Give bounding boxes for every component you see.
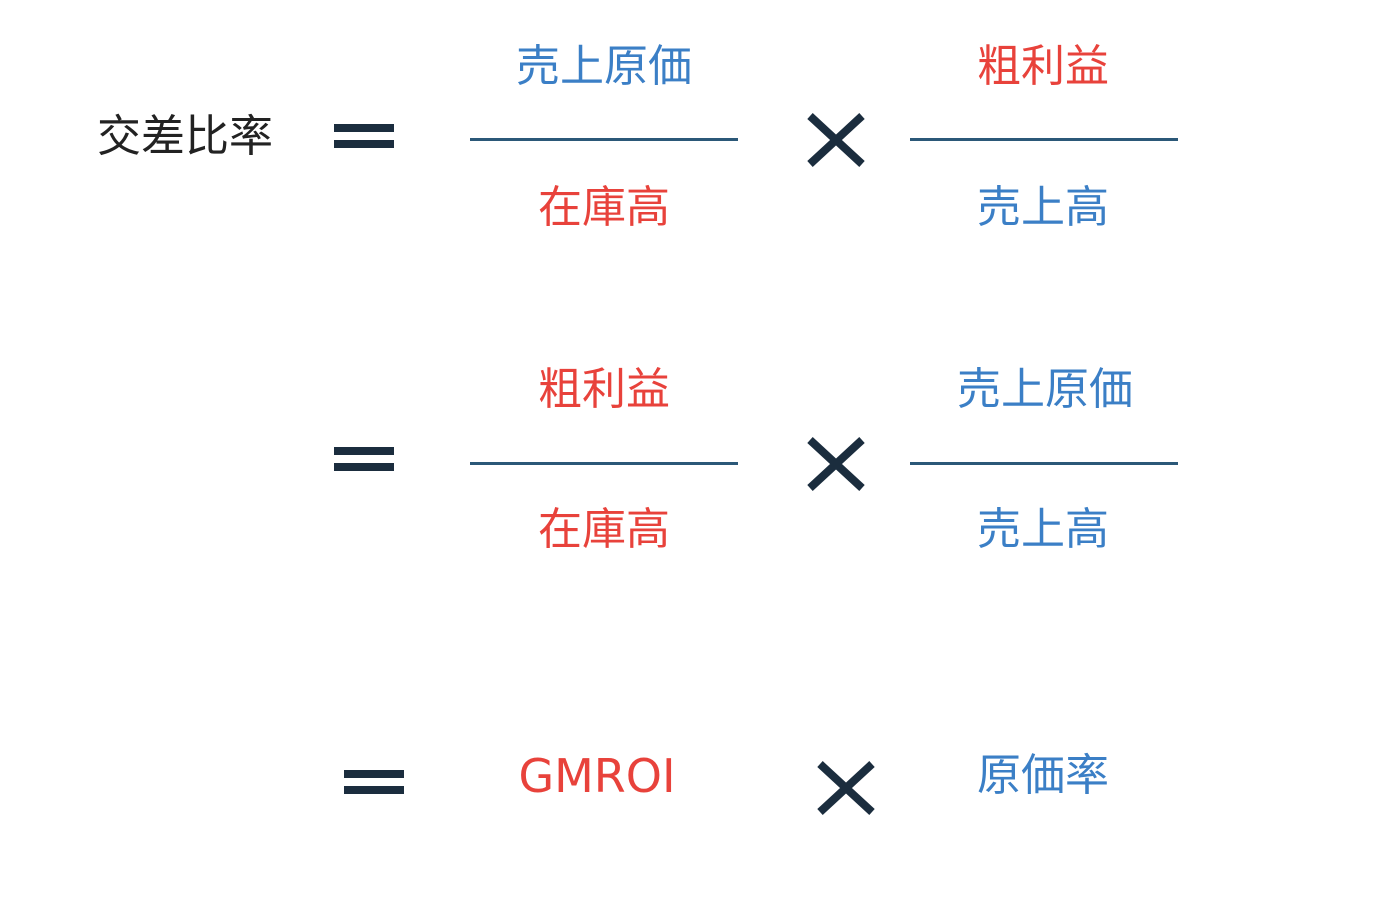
denominator: 在庫高 bbox=[538, 182, 670, 233]
fraction-line bbox=[910, 462, 1178, 465]
fraction-line bbox=[910, 138, 1178, 141]
numerator: 売上原価 bbox=[516, 41, 692, 92]
denominator: 在庫高 bbox=[538, 504, 670, 555]
multiply-icon bbox=[807, 437, 865, 491]
fraction-line bbox=[470, 462, 738, 465]
equals-icon bbox=[334, 124, 394, 148]
lhs-label: 交差比率 bbox=[97, 111, 273, 162]
numerator: 粗利益 bbox=[977, 41, 1109, 92]
denominator: 売上高 bbox=[977, 504, 1109, 555]
equals-icon bbox=[334, 447, 394, 471]
numerator: 売上原価 bbox=[957, 364, 1133, 415]
numerator: 粗利益 bbox=[538, 364, 670, 415]
cost-ratio-term: 原価率 bbox=[977, 750, 1109, 801]
denominator: 売上高 bbox=[977, 182, 1109, 233]
equals-icon bbox=[344, 770, 404, 794]
gmroi-term: GMROI bbox=[518, 749, 676, 803]
multiply-icon bbox=[807, 113, 865, 167]
multiply-icon bbox=[817, 761, 875, 815]
fraction-line bbox=[470, 138, 738, 141]
